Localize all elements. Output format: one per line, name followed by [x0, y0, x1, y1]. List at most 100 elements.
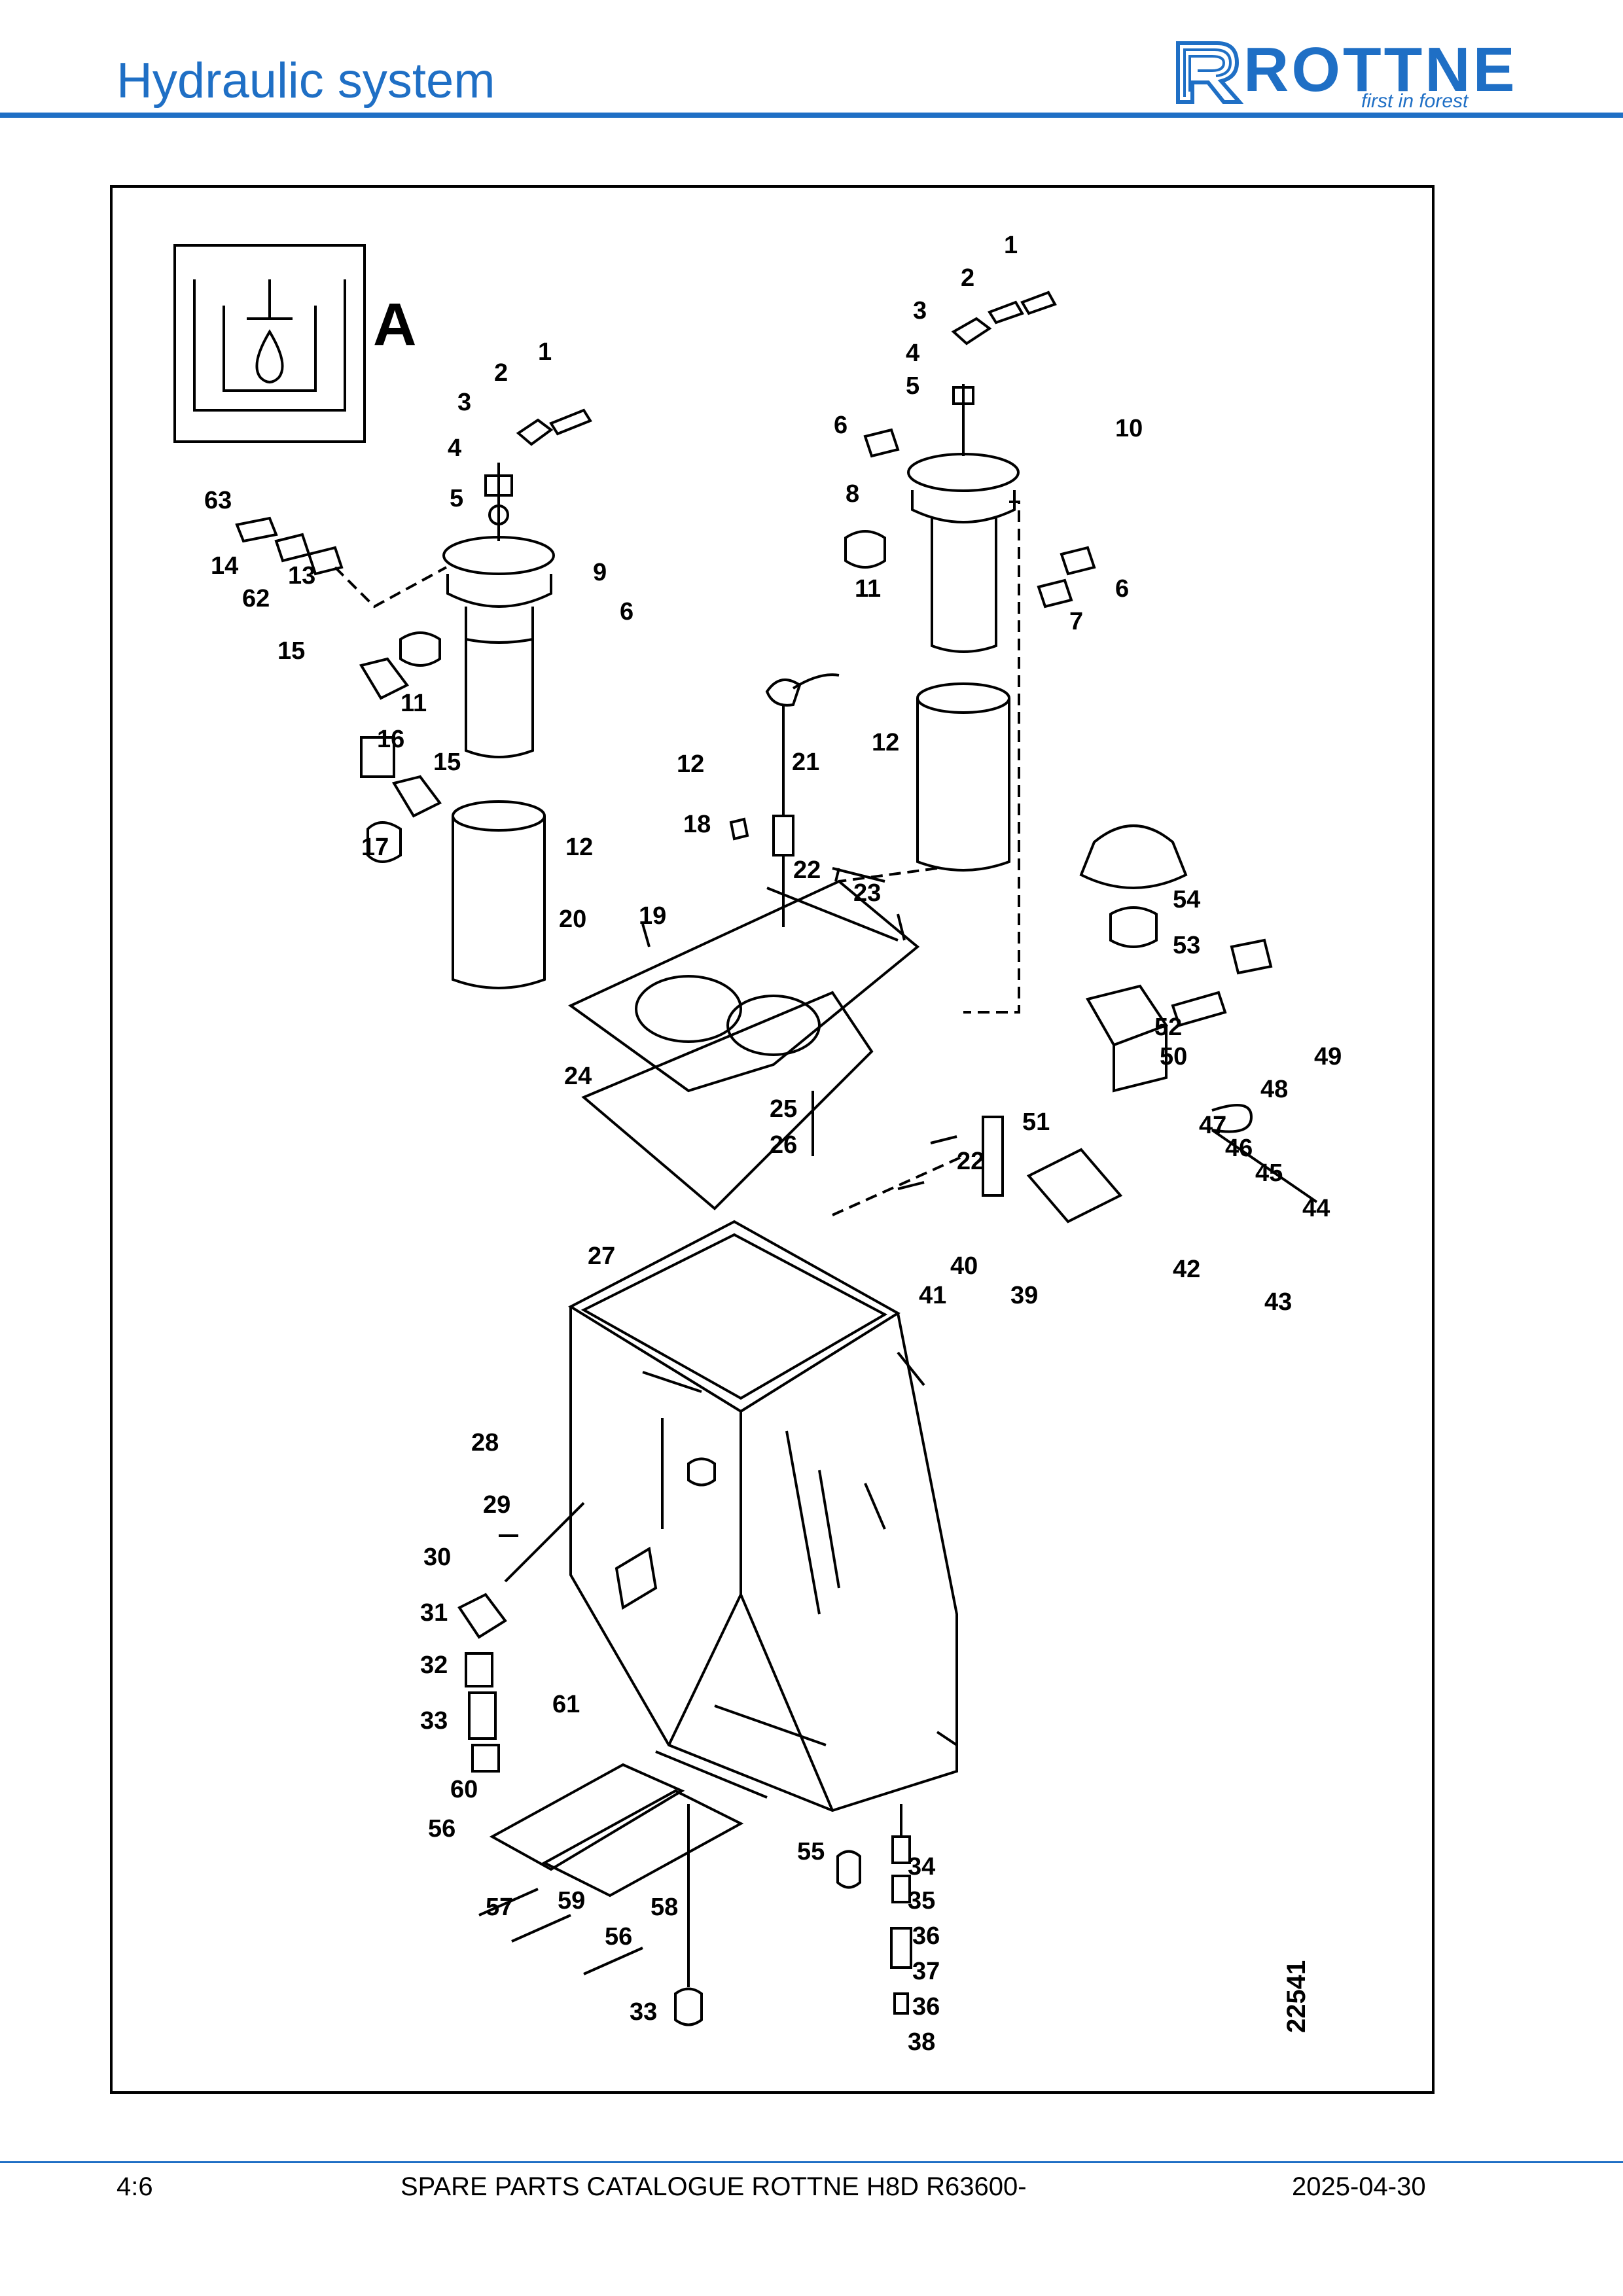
callout: 48: [1260, 1076, 1288, 1103]
callout: 6: [1115, 575, 1129, 603]
callout: 36: [912, 1922, 940, 1950]
callout: 30: [423, 1544, 451, 1571]
callout: 56: [428, 1815, 455, 1843]
callout: 9: [593, 559, 607, 586]
callout: 6: [834, 412, 847, 439]
callout: 12: [872, 729, 899, 756]
callout: 11: [855, 575, 881, 603]
brand-tagline: first in forest: [1361, 90, 1469, 112]
callout: 3: [457, 389, 471, 416]
pipe-clamp-assembly: [478, 1750, 768, 2026]
hydraulic-tank-exploded-diagram: A 22541 1 2 3 4 5 6 9 11 12 13 14 15 16 …: [173, 232, 1342, 2056]
callout: 4: [448, 434, 461, 462]
callout: 2: [961, 264, 974, 292]
callout: 26: [770, 1131, 797, 1159]
callout: 53: [1173, 932, 1200, 959]
publication-date: 2025-04-30: [1292, 2172, 1426, 2201]
callout: 25: [770, 1095, 797, 1123]
rottne-logo: ROTTNE first in forest: [1171, 34, 1515, 116]
callout: 51: [1022, 1108, 1050, 1136]
callout: 56: [605, 1923, 632, 1951]
callout: 1: [538, 338, 552, 366]
callout: 50: [1160, 1043, 1187, 1070]
right-filter-assembly: [844, 291, 1096, 1014]
tank-cover-plate: [568, 867, 920, 1210]
brand-name: ROTTNE: [1243, 35, 1518, 105]
left-filter-assembly: [235, 408, 592, 989]
page-number: 4:6: [116, 2172, 153, 2201]
callout: 33: [630, 1998, 657, 2026]
page-title: Hydraulic system: [116, 53, 495, 109]
callout: 20: [559, 906, 586, 933]
drain-valve-assembly: [836, 1804, 912, 2015]
callout: 3: [913, 297, 927, 325]
tank-symbol-box: [173, 244, 366, 443]
callout: 10: [1115, 415, 1143, 442]
callout: 5: [450, 485, 463, 512]
callout: 33: [420, 1707, 448, 1735]
exploded-view-frame: A 22541 1 2 3 4 5 6 9 11 12 13 14 15 16 …: [110, 185, 1435, 2094]
callout: 19: [639, 902, 666, 930]
valve-block-assembly: [832, 824, 1318, 1224]
callout: 60: [450, 1776, 478, 1803]
callout: 61: [552, 1691, 580, 1718]
callout: 17: [361, 834, 389, 861]
callout: 54: [1173, 886, 1200, 913]
callout: 42: [1173, 1256, 1200, 1283]
callout: 21: [792, 749, 819, 776]
callout: 22: [957, 1148, 984, 1175]
callout: 18: [683, 811, 711, 838]
return-fitting-assembly: [457, 1502, 585, 1773]
callout: 8: [846, 480, 859, 508]
callout: 15: [277, 637, 305, 665]
footer-divider: [0, 2161, 1623, 2163]
callout: 37: [912, 1958, 940, 1985]
callout: 41: [919, 1282, 946, 1309]
callout: 32: [420, 1651, 448, 1679]
callout: 14: [211, 552, 238, 580]
header-divider: [0, 113, 1623, 118]
callout: 57: [486, 1894, 513, 1921]
rottne-logo-icon: [1176, 41, 1243, 104]
view-label: A: [373, 291, 416, 358]
callout: 2: [494, 359, 508, 387]
callout: 1: [1004, 232, 1018, 259]
callout: 63: [204, 487, 232, 514]
callout: 58: [651, 1894, 678, 1921]
callout: 15: [433, 749, 461, 776]
hydraulic-tank-body: [567, 1220, 958, 1812]
callout: 35: [908, 1887, 935, 1915]
callout: 47: [1199, 1112, 1226, 1139]
callout: 31: [420, 1599, 448, 1627]
callout: 13: [288, 562, 315, 590]
level-sensor: [729, 673, 840, 927]
document-title: SPARE PARTS CATALOGUE ROTTNE H8D R63600-: [401, 2172, 1027, 2201]
callout: 16: [377, 726, 404, 753]
callout: 46: [1225, 1135, 1253, 1162]
callout: 52: [1154, 1014, 1182, 1041]
callout: 4: [906, 340, 919, 367]
callout: 43: [1264, 1288, 1292, 1316]
callout: 44: [1302, 1195, 1330, 1222]
callout: 62: [242, 585, 270, 612]
callout: 7: [1069, 608, 1083, 635]
callout: 28: [471, 1429, 499, 1457]
callout: 6: [620, 598, 633, 626]
callout: 40: [950, 1252, 978, 1280]
callout: 23: [853, 879, 881, 907]
callout: 12: [565, 834, 593, 861]
callout: 22: [793, 857, 821, 884]
callout: 39: [1010, 1282, 1038, 1309]
callout: 24: [564, 1063, 592, 1090]
callout: 45: [1255, 1159, 1283, 1187]
callout: 59: [558, 1887, 585, 1915]
callout: 49: [1314, 1043, 1342, 1070]
callout: 11: [401, 690, 427, 717]
tank-symbol-icon: [193, 279, 346, 412]
callout: 27: [588, 1243, 615, 1270]
callout: 36: [912, 1993, 940, 2021]
callout: 29: [483, 1491, 510, 1519]
callout: 38: [908, 2028, 935, 2056]
callout: 34: [908, 1853, 935, 1881]
callout: 55: [797, 1838, 825, 1865]
